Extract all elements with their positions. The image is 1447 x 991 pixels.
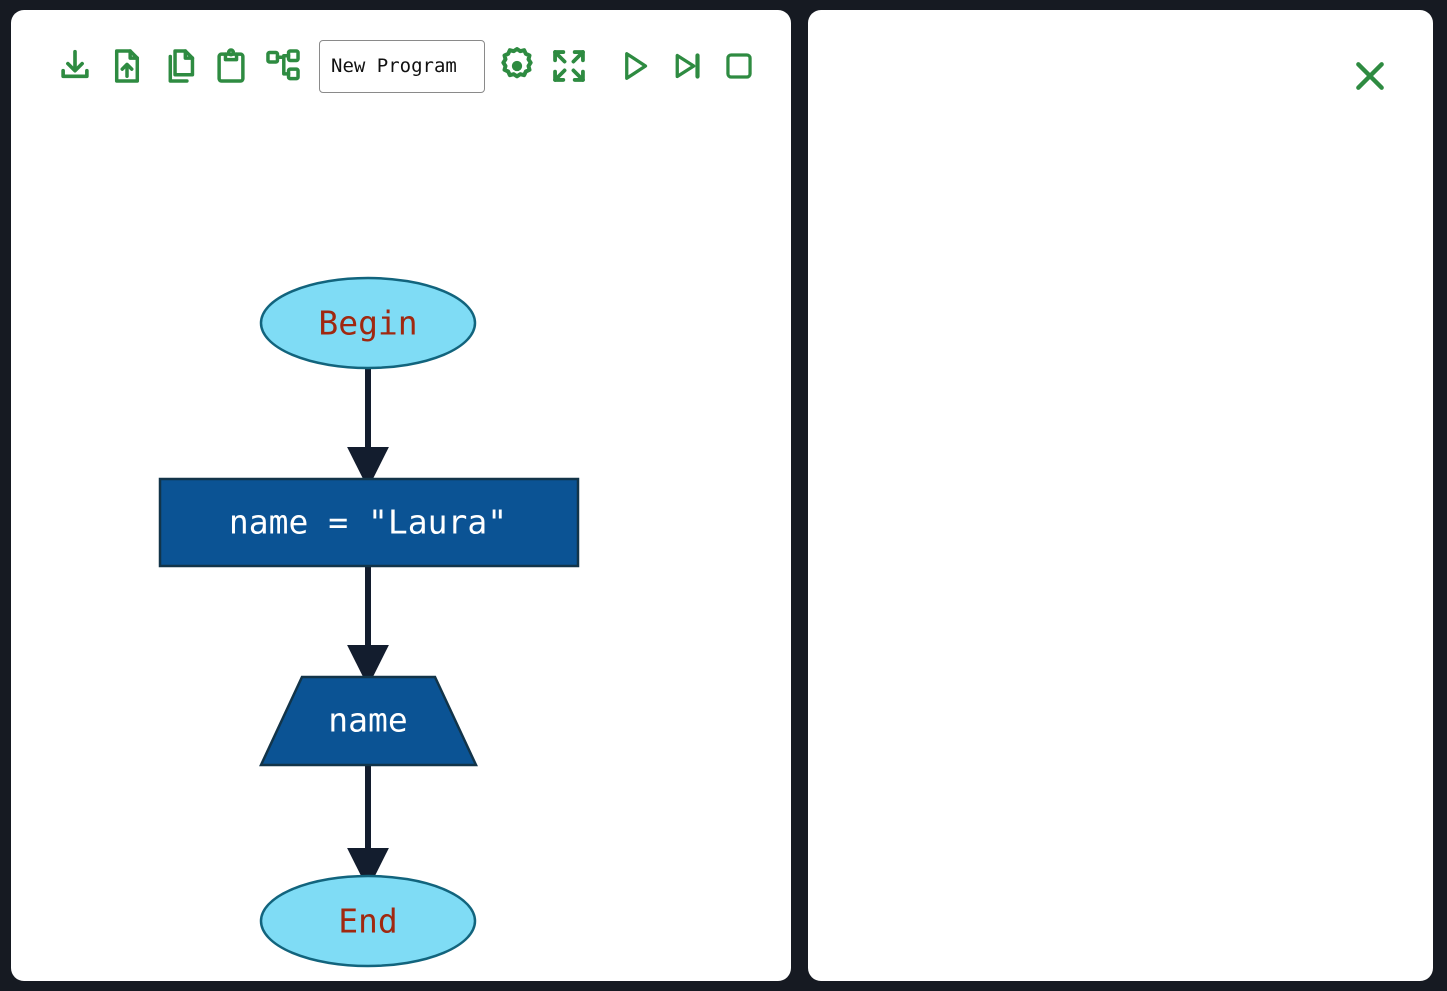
play-icon xyxy=(617,48,653,84)
program-name-input[interactable] xyxy=(319,39,485,93)
editor-panel: Begin name = "Laura" name End xyxy=(11,10,791,981)
settings-button[interactable] xyxy=(491,40,543,92)
output-trapezoid xyxy=(259,675,478,767)
download-icon xyxy=(56,47,94,85)
begin-ellipse xyxy=(259,276,477,370)
expand-icon xyxy=(550,47,588,85)
output-label: name xyxy=(328,701,407,740)
flowchart-canvas[interactable]: Begin name = "Laura" name End xyxy=(11,92,791,981)
stop-icon xyxy=(722,49,756,83)
end-ellipse xyxy=(259,874,477,968)
assign-label: name = "Laura" xyxy=(229,503,507,542)
toolbar xyxy=(11,10,791,93)
node-begin[interactable]: Begin xyxy=(259,276,477,370)
gear-icon xyxy=(497,46,537,86)
file-upload-icon xyxy=(108,47,146,85)
clipboard-icon xyxy=(212,47,250,85)
run-button[interactable] xyxy=(609,40,661,92)
paste-button[interactable] xyxy=(205,40,257,92)
close-button[interactable] xyxy=(1345,52,1395,102)
flowchart-button[interactable] xyxy=(257,40,309,92)
copy-icon xyxy=(160,47,198,85)
node-end[interactable]: End xyxy=(259,874,477,968)
node-output[interactable]: name xyxy=(259,675,478,767)
close-icon xyxy=(1350,56,1390,99)
output-console xyxy=(808,106,1433,981)
step-button[interactable] xyxy=(661,40,713,92)
begin-label: Begin xyxy=(318,304,417,343)
sitemap-icon xyxy=(264,47,302,85)
node-assign[interactable]: name = "Laura" xyxy=(158,477,580,568)
save-button[interactable] xyxy=(49,40,101,92)
stop-button[interactable] xyxy=(713,40,765,92)
copy-button[interactable] xyxy=(153,40,205,92)
fullscreen-button[interactable] xyxy=(543,40,595,92)
end-label: End xyxy=(338,902,398,941)
output-panel xyxy=(808,10,1433,981)
step-forward-icon xyxy=(669,48,705,84)
load-button[interactable] xyxy=(101,40,153,92)
assign-rect xyxy=(158,477,580,568)
